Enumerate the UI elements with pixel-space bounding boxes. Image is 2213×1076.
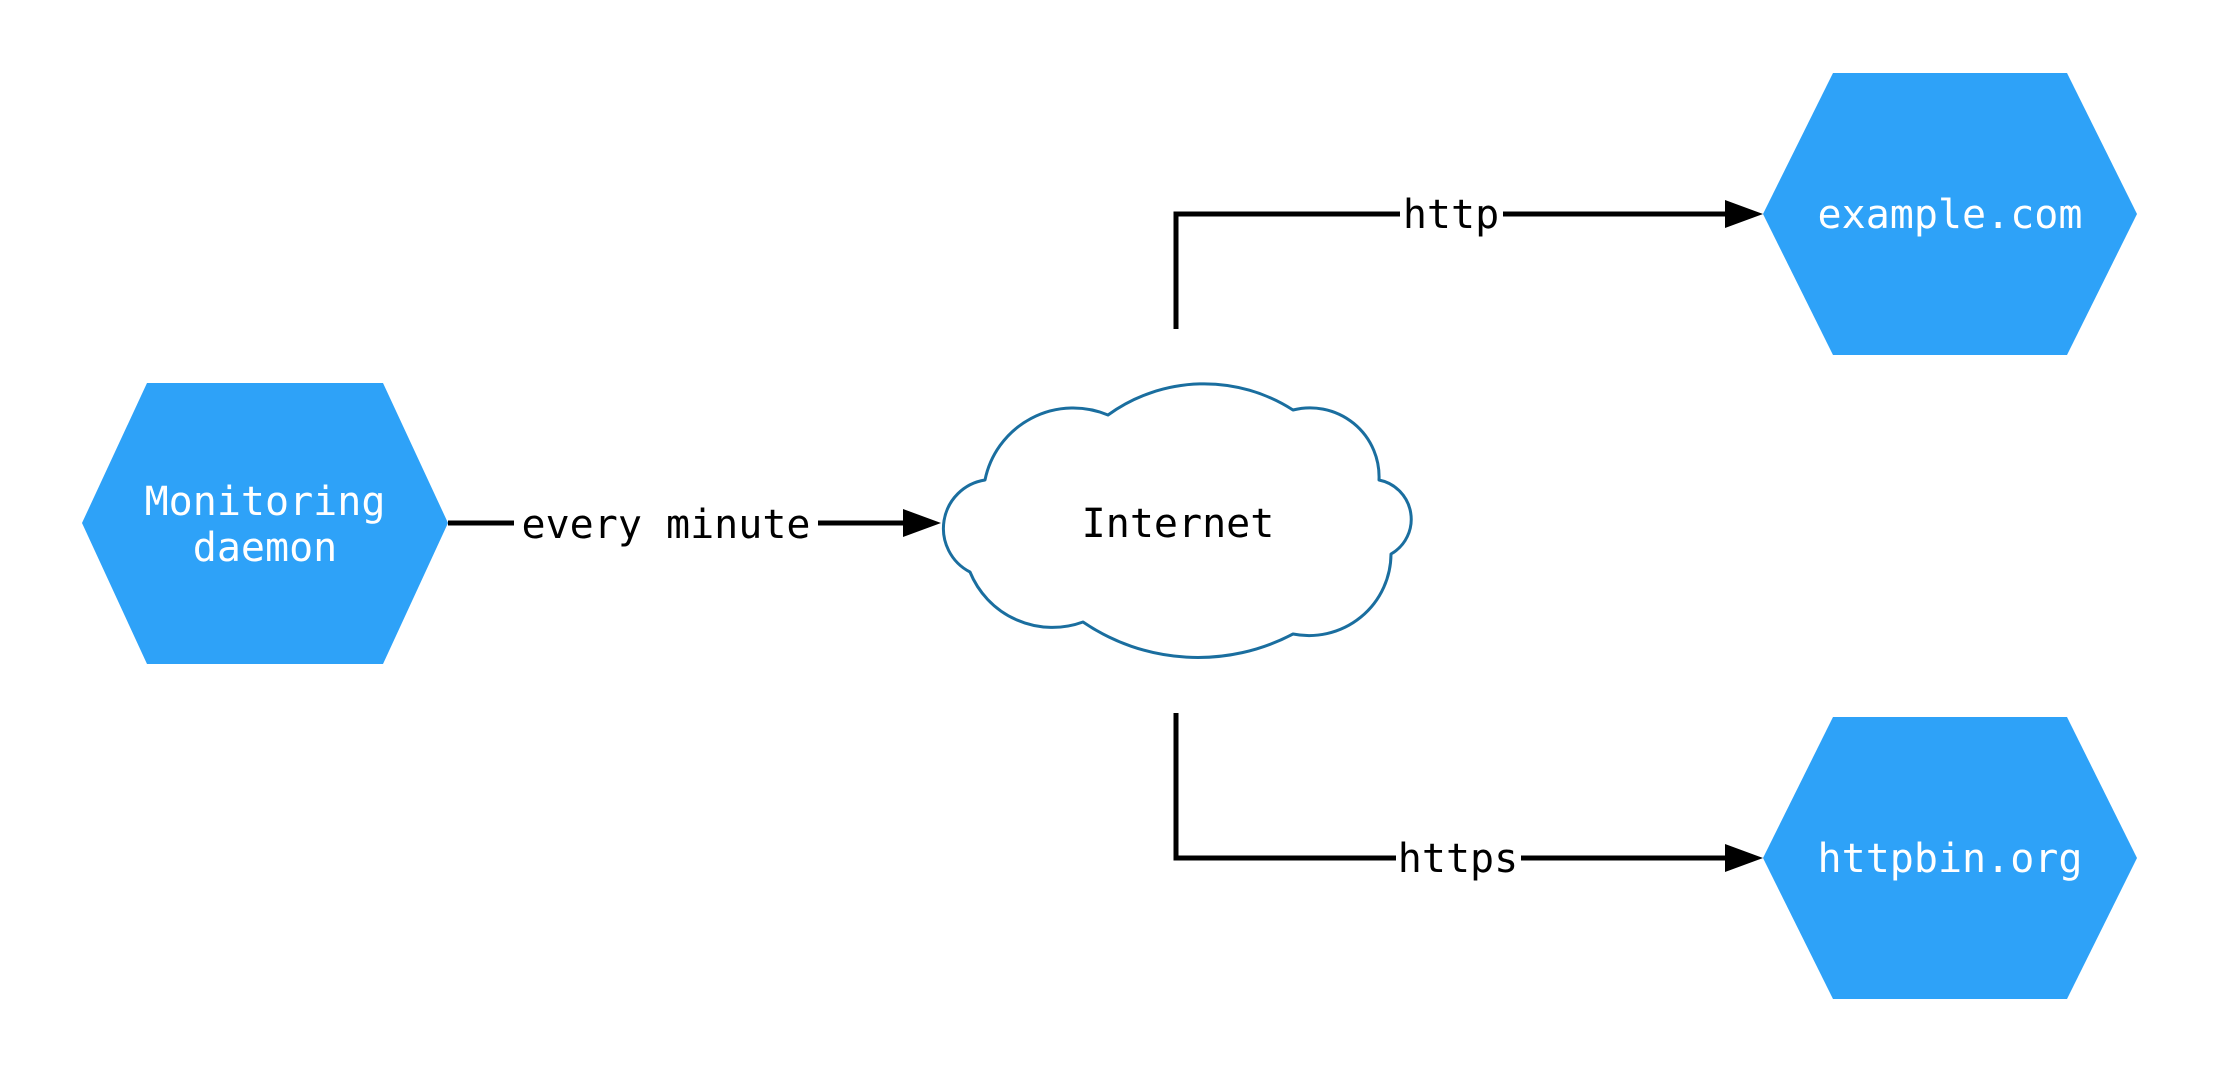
edge-line-segment [1173, 211, 1400, 329]
arrowhead [903, 509, 941, 537]
httpbin-org-label: httpbin.org [1818, 836, 2083, 882]
monitoring-daemon-hexagon [82, 383, 448, 664]
arrowhead [1725, 200, 1763, 228]
httpbin-org-node: httpbin.org [1763, 717, 2137, 999]
internet-cloud-shape [941, 382, 1413, 659]
example-com-node: example.com [1763, 73, 2137, 355]
edge-monitoring-to-internet: every minute [448, 502, 941, 548]
example-com-hexagon [1763, 73, 2137, 355]
edge-label-http: http [1403, 192, 1499, 238]
internet-node: Internet [941, 382, 1413, 659]
example-com-label: example.com [1818, 192, 2083, 238]
httpbin-org-hexagon [1763, 717, 2137, 999]
monitoring-daemon-node: Monitoring daemon [82, 383, 448, 664]
edge-label-https: https [1398, 836, 1518, 882]
internet-label: Internet [1082, 501, 1275, 547]
edge-internet-to-example: http [1173, 192, 1763, 329]
edge-line-segment [1173, 713, 1396, 861]
monitoring-daemon-label-line1: Monitoring [145, 479, 386, 525]
monitoring-daemon-label-line2: daemon [193, 525, 338, 571]
arrowhead [1725, 844, 1763, 872]
edge-internet-to-httpbin: https [1173, 713, 1763, 882]
edge-label-every-minute: every minute [522, 502, 811, 548]
